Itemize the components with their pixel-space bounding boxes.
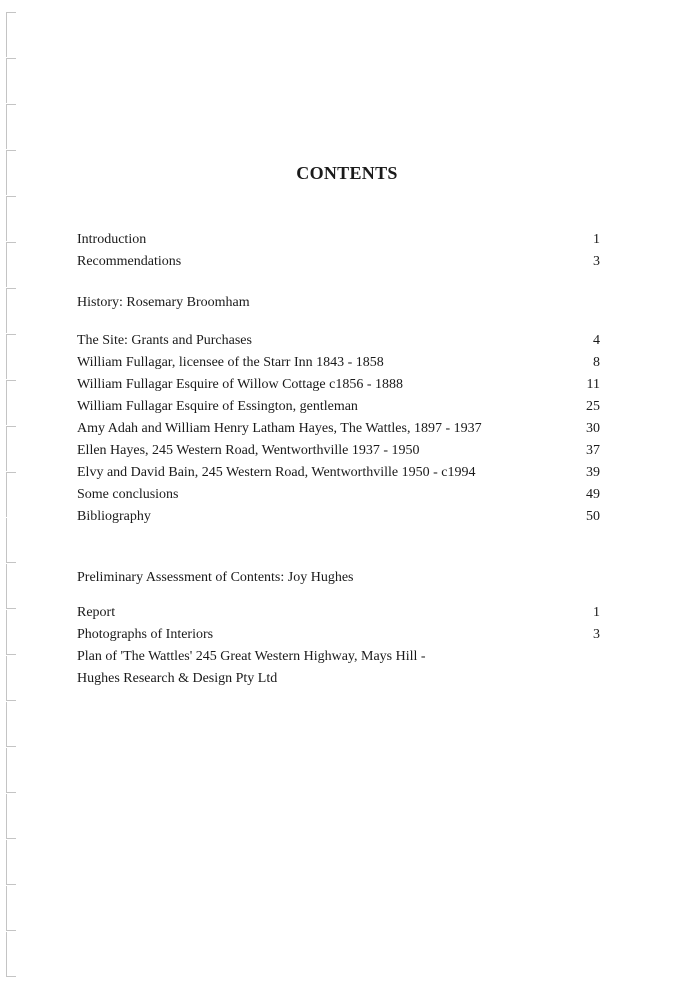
toc-entry-page: 37 xyxy=(586,443,600,458)
toc-front-section: Introduction 1 Recommendations 3 xyxy=(77,229,600,273)
toc-entry[interactable]: Amy Adah and William Henry Latham Hayes,… xyxy=(77,418,600,440)
binding-mark xyxy=(6,702,16,747)
toc-entry[interactable]: Ellen Hayes, 245 Western Road, Wentworth… xyxy=(77,440,600,462)
binding-mark xyxy=(6,886,16,931)
toc-entry-label: Hughes Research & Design Pty Ltd xyxy=(77,671,278,686)
toc-entry-page: 3 xyxy=(593,254,600,269)
toc-entry-label: Report xyxy=(77,605,116,620)
history-section-heading: History: Rosemary Broomham xyxy=(77,295,250,310)
toc-entry-page: 1 xyxy=(593,232,600,247)
toc-entry-label: Bibliography xyxy=(77,509,151,524)
toc-entry[interactable]: William Fullagar, licensee of the Starr … xyxy=(77,352,600,374)
binding-mark xyxy=(6,518,16,563)
toc-entry-page: 30 xyxy=(586,421,600,436)
binding-mark xyxy=(6,794,16,839)
toc-entry[interactable]: Some conclusions 49 xyxy=(77,484,600,506)
toc-entry-page: 3 xyxy=(593,627,600,642)
toc-entry-page: 50 xyxy=(586,509,600,524)
toc-entry-label: William Fullagar, licensee of the Starr … xyxy=(77,355,384,370)
binding-mark xyxy=(6,656,16,701)
toc-entry-label: Some conclusions xyxy=(77,487,179,502)
toc-entry-page: 11 xyxy=(586,377,600,392)
toc-entry[interactable]: Bibliography 50 xyxy=(77,506,600,528)
toc-entry[interactable]: Recommendations 3 xyxy=(77,251,600,273)
history-section-heading-wrap: History: Rosemary Broomham xyxy=(77,292,600,314)
toc-entry-label: Introduction xyxy=(77,232,147,247)
toc-history-section: The Site: Grants and Purchases 4 William… xyxy=(77,330,600,528)
binding-mark xyxy=(6,564,16,609)
assessment-section-heading-wrap: Preliminary Assessment of Contents: Joy … xyxy=(77,567,600,589)
binding-mark xyxy=(6,334,16,379)
binding-mark xyxy=(6,242,16,287)
toc-entry[interactable]: Photographs of Interiors 3 xyxy=(77,624,600,646)
toc-entry[interactable]: William Fullagar Esquire of Essington, g… xyxy=(77,396,600,418)
toc-entry-page: 39 xyxy=(586,465,600,480)
toc-entry[interactable]: William Fullagar Esquire of Willow Cotta… xyxy=(77,374,600,396)
toc-entry-label: The Site: Grants and Purchases xyxy=(77,333,252,348)
binding-mark xyxy=(6,58,16,103)
binding-mark xyxy=(6,288,16,333)
toc-entry[interactable]: Introduction 1 xyxy=(77,229,600,251)
binding-mark xyxy=(6,472,16,517)
toc-entry-label: Photographs of Interiors xyxy=(77,627,214,642)
toc-entry-page: 49 xyxy=(586,487,600,502)
binding-mark xyxy=(6,932,16,977)
binding-mark xyxy=(6,380,16,425)
toc-entry-label: William Fullagar Esquire of Essington, g… xyxy=(77,399,358,414)
page-title: CONTENTS xyxy=(296,163,398,183)
binding-mark xyxy=(6,104,16,149)
toc-entry-plan-continued: Hughes Research & Design Pty Ltd xyxy=(77,668,600,690)
toc-entry-label: Plan of 'The Wattles' 245 Great Western … xyxy=(77,649,426,664)
toc-entry-label: Elvy and David Bain, 245 Western Road, W… xyxy=(77,465,476,480)
toc-entry-page: 1 xyxy=(593,605,600,620)
binding-mark xyxy=(6,610,16,655)
binding-marks xyxy=(0,0,22,990)
toc-assessment-section: Report 1 Photographs of Interiors 3 Plan… xyxy=(77,602,600,690)
toc-entry[interactable]: Elvy and David Bain, 245 Western Road, W… xyxy=(77,462,600,484)
toc-entry[interactable]: The Site: Grants and Purchases 4 xyxy=(77,330,600,352)
binding-mark xyxy=(6,840,16,885)
binding-mark xyxy=(6,150,16,195)
binding-mark xyxy=(6,426,16,471)
toc-entry-label: Amy Adah and William Henry Latham Hayes,… xyxy=(77,421,482,436)
toc-entry-page: 4 xyxy=(593,333,600,348)
assessment-section-heading: Preliminary Assessment of Contents: Joy … xyxy=(77,570,354,585)
toc-entry-page: 25 xyxy=(586,399,600,414)
toc-entry-plan[interactable]: Plan of 'The Wattles' 245 Great Western … xyxy=(77,646,600,668)
binding-mark xyxy=(6,196,16,241)
toc-entry-label: Recommendations xyxy=(77,254,182,269)
toc-entry-label: William Fullagar Esquire of Willow Cotta… xyxy=(77,377,403,392)
toc-entry[interactable]: Report 1 xyxy=(77,602,600,624)
toc-entry-label: Ellen Hayes, 245 Western Road, Wentworth… xyxy=(77,443,420,458)
binding-mark xyxy=(6,12,16,57)
binding-mark xyxy=(6,748,16,793)
toc-entry-page: 8 xyxy=(593,355,600,370)
